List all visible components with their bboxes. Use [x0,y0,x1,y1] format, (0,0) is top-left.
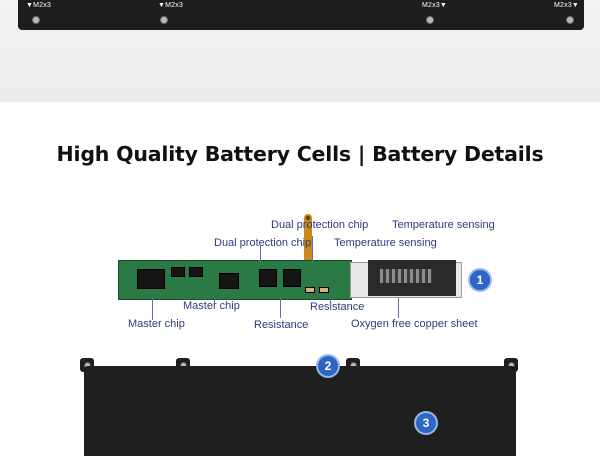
ic-part [189,267,203,277]
sensor-tip [306,216,310,220]
screw-label: M2x3▼ [422,2,448,9]
screw-label: ▼M2x3 [26,2,52,9]
protection-chip-part [259,269,277,287]
badge-2: 2 [318,356,338,376]
badge-3: 3 [416,413,436,433]
master-chip-part [137,269,165,289]
callout-master-chip: Master chip [183,300,240,312]
screw-hole [566,16,574,24]
leader-line [280,298,281,318]
badge-1: 1 [470,270,490,290]
connector-pins [380,269,432,283]
battery-pcb-assembly [118,260,464,300]
callout-dual-protection-chip: Dual protection chip [271,219,369,231]
callout-resistance: Resistance [310,301,365,313]
master-chip-part [219,273,239,289]
callout-temperature-sensing: Temperature sensing [334,237,437,249]
callout-dual-protection-chip: Dual protection chip [214,237,312,249]
callout-temperature-sensing: Temperature sensing [392,219,495,231]
screw-label: ▼M2x3 [158,2,184,9]
temperature-sensor-ribbon [304,214,312,272]
battery-cell-body [84,366,516,456]
callout-master-chip: Master chip [128,318,185,330]
protection-chip-part [283,269,301,287]
leader-line [260,246,261,262]
ic-part [171,267,185,277]
pcb-board [118,260,352,300]
section-heading: High Quality Battery Cells | Battery Det… [56,142,544,166]
resistor-part [319,287,329,293]
resistor-part [305,287,315,293]
screw-hole [160,16,168,24]
leader-line [214,298,215,304]
leader-line [398,298,399,318]
screw-label: M2x3▼ [554,2,580,9]
screw-hole [32,16,40,24]
leader-line [330,298,331,304]
screw-hole [426,16,434,24]
leader-line [312,236,313,262]
leader-line [152,298,153,320]
callout-oxygen-free-copper: Oxygen free copper sheet [351,318,478,330]
battery-top-edge: ▼M2x3 ▼M2x3 M2x3▼ M2x3▼ [18,0,584,30]
callout-resistance: Resistance [254,319,309,331]
